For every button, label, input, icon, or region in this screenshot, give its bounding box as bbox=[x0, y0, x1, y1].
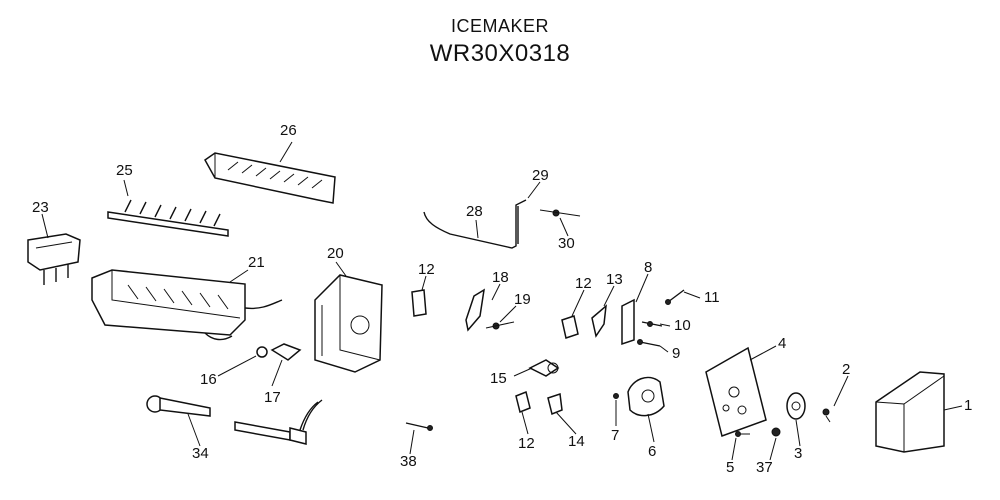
callout-21: 21 bbox=[248, 254, 265, 271]
part-37-washer bbox=[771, 427, 781, 437]
part-21-mold bbox=[91, 269, 283, 341]
part-10-spring bbox=[641, 321, 663, 327]
part-2-screw bbox=[822, 408, 831, 423]
callout-14: 14 bbox=[568, 433, 585, 450]
callout-23: 23 bbox=[32, 199, 49, 216]
part-13-spring bbox=[591, 304, 607, 338]
callout-11: 11 bbox=[704, 289, 720, 306]
callout-16: 16 bbox=[200, 371, 217, 388]
part-12-switch-c bbox=[515, 390, 531, 414]
part-3-gear bbox=[786, 392, 806, 420]
callout-12-a: 12 bbox=[418, 261, 435, 278]
callout-19: 19 bbox=[514, 291, 531, 308]
callout-3: 3 bbox=[794, 445, 802, 462]
callout-12-b: 12 bbox=[575, 275, 592, 292]
callout-15: 15 bbox=[490, 370, 507, 387]
part-11-screw bbox=[665, 289, 685, 305]
part-5-screw bbox=[735, 431, 750, 437]
part-6-motor bbox=[627, 376, 665, 417]
part-26-stripper bbox=[204, 152, 336, 204]
callout-38: 38 bbox=[400, 453, 417, 470]
part-34-harness bbox=[146, 395, 211, 417]
model-number: WR30X0318 bbox=[429, 40, 571, 67]
part-12-switch-b bbox=[561, 315, 579, 339]
callout-10: 10 bbox=[674, 317, 691, 334]
callout-4: 4 bbox=[778, 335, 786, 352]
callout-17: 17 bbox=[264, 389, 281, 406]
callout-34: 34 bbox=[192, 445, 209, 462]
diagram-title: ICEMAKER bbox=[450, 16, 550, 36]
callout-8: 8 bbox=[644, 259, 652, 276]
callout-26: 26 bbox=[280, 122, 297, 139]
callout-25: 25 bbox=[116, 162, 133, 179]
part-28-shutoff-arm bbox=[423, 199, 527, 249]
callout-9: 9 bbox=[672, 345, 680, 362]
part-15-valve bbox=[528, 359, 560, 377]
part-30-retainer bbox=[539, 209, 581, 217]
part-23-thermostat bbox=[27, 233, 81, 285]
part-14-clip bbox=[547, 392, 563, 416]
part-8-bracket bbox=[621, 298, 635, 346]
part-1-cover bbox=[875, 371, 945, 453]
part-19-screw bbox=[485, 321, 515, 330]
callout-37: 37 bbox=[756, 459, 773, 476]
callout-18: 18 bbox=[492, 269, 509, 286]
callout-20: 20 bbox=[327, 245, 344, 262]
callout-28: 28 bbox=[466, 203, 483, 220]
callout-29: 29 bbox=[532, 167, 549, 184]
part-18-lever bbox=[465, 288, 485, 332]
callout-1: 1 bbox=[964, 397, 972, 414]
part-25-ejector bbox=[107, 199, 229, 237]
part-16-screw bbox=[256, 346, 268, 358]
part-38-wire bbox=[234, 399, 433, 445]
callout-12-c: 12 bbox=[518, 435, 535, 452]
part-12-switch-a bbox=[411, 289, 427, 317]
part-7-screw bbox=[613, 393, 619, 408]
part-4-plate bbox=[705, 346, 767, 437]
part-9-screw bbox=[637, 339, 661, 347]
part-17-bracket bbox=[270, 343, 302, 361]
part-20-housing bbox=[314, 274, 383, 373]
callout-30: 30 bbox=[558, 235, 575, 252]
callout-2: 2 bbox=[842, 361, 850, 378]
callout-6: 6 bbox=[648, 443, 656, 460]
callout-5: 5 bbox=[726, 459, 734, 476]
leader-lines bbox=[41, 141, 963, 461]
callout-13: 13 bbox=[606, 271, 623, 288]
callout-labels: 26 25 23 21 20 29 28 30 12 18 19 12 13 8… bbox=[32, 122, 972, 476]
callout-7: 7 bbox=[611, 427, 619, 444]
